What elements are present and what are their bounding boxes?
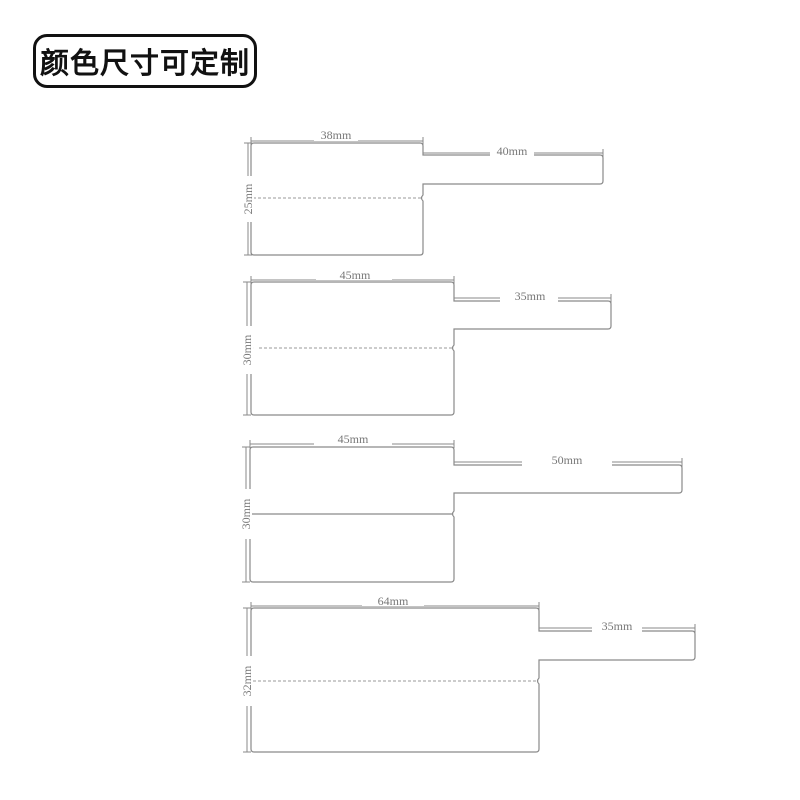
tag-2-tail-label: 35mm	[515, 289, 546, 303]
tag-2-width-label: 45mm	[340, 268, 371, 282]
tag-2-height-label: 30mm	[240, 334, 254, 365]
tag-1-tail-label: 40mm	[497, 144, 528, 158]
tag-4-height-label: 32mm	[240, 665, 254, 696]
tag-3-height-label: 30mm	[239, 498, 253, 529]
tag-2: 45mm 35mm 30mm	[239, 268, 612, 416]
tag-3-tail-label: 50mm	[552, 453, 583, 467]
tag-1: 38mm 40mm 25mm	[240, 128, 604, 256]
tag-4: 64mm 35mm 32mm	[239, 594, 696, 753]
tag-4-tail-label: 35mm	[602, 619, 633, 633]
tag-1-height-label: 25mm	[241, 183, 255, 214]
tag-1-outline	[250, 142, 604, 256]
badge-text: 颜色尺寸可定制	[39, 46, 250, 80]
tag-4-width-label: 64mm	[378, 594, 409, 608]
customizable-badge: 颜色尺寸可定制	[33, 34, 257, 88]
tag-1-width-label: 38mm	[321, 128, 352, 142]
tag-3-width-label: 45mm	[338, 432, 369, 446]
tag-3: 45mm 50mm 30mm	[238, 432, 683, 583]
